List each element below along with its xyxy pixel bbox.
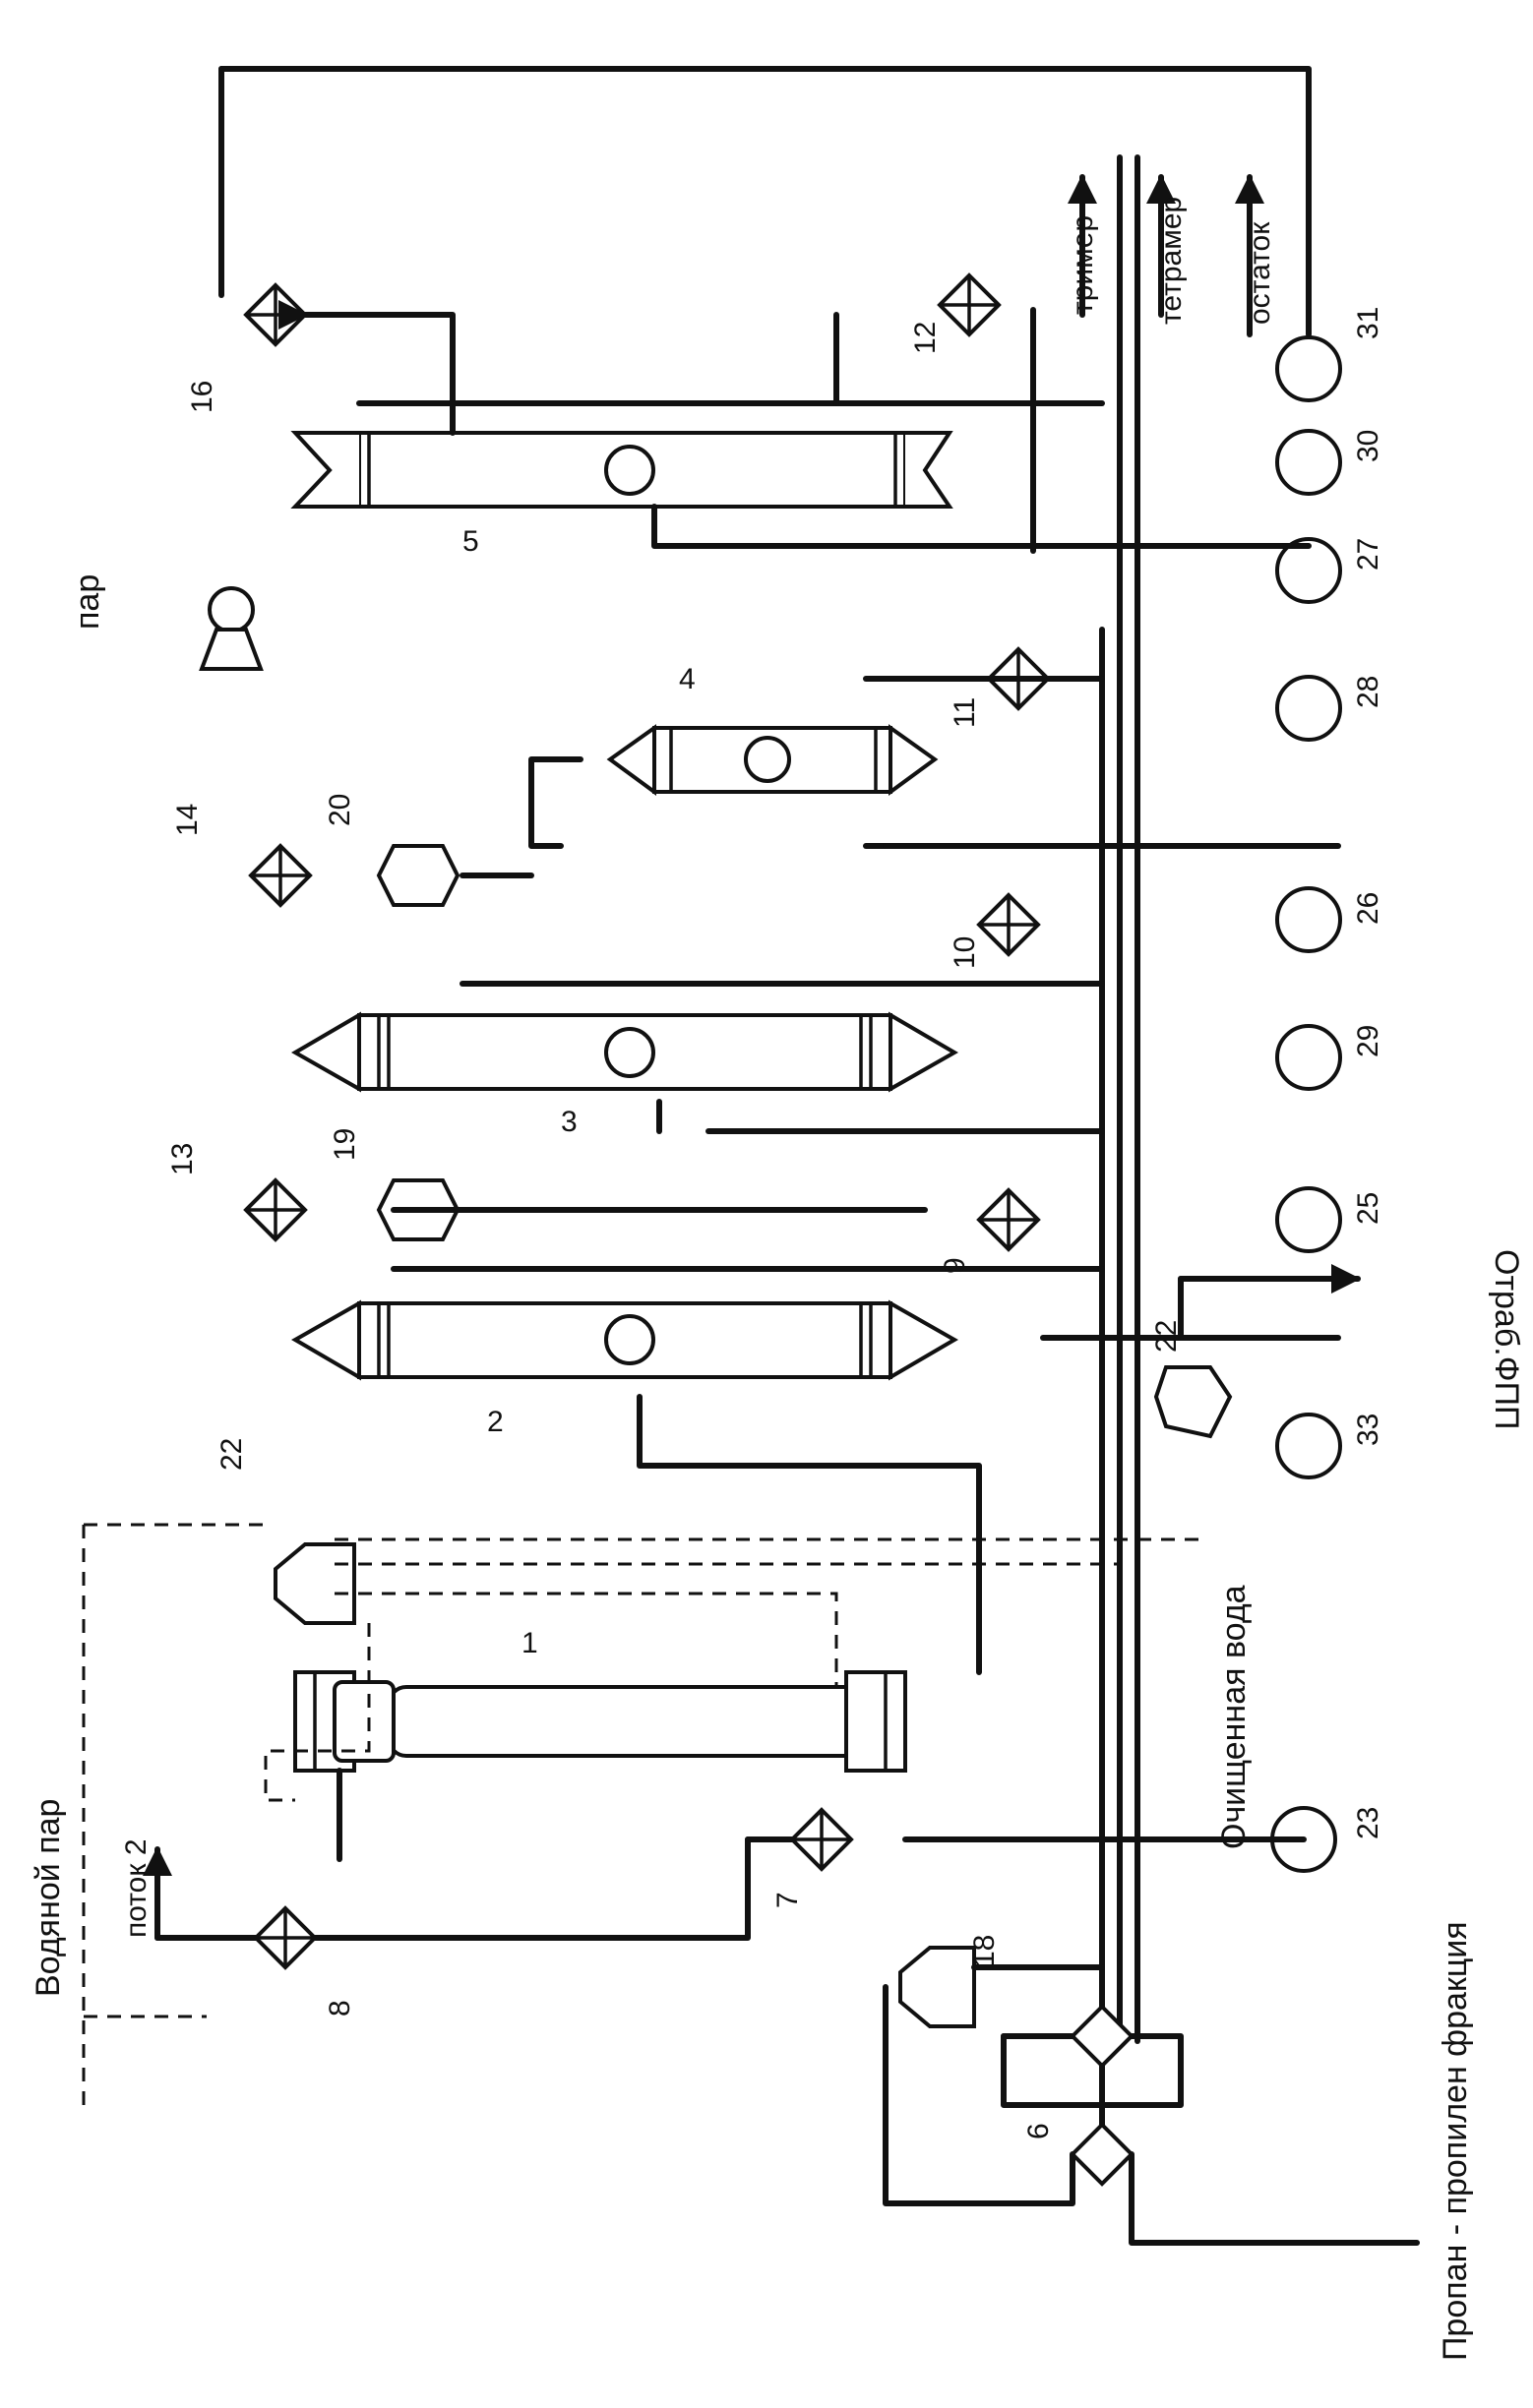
label-2: 2 [487,1406,504,1438]
label-29: 29 [1352,1025,1384,1057]
label-12: 12 [909,322,942,354]
label-25: 25 [1352,1192,1384,1225]
label-30: 30 [1352,430,1384,462]
process-lines [143,66,1420,2246]
label-1: 1 [521,1627,538,1659]
label-18: 18 [968,1935,1001,1967]
label-tetramer: тетрамер [1155,197,1188,325]
column-4 [606,724,939,796]
label-20: 20 [324,794,356,826]
label-22a: 22 [215,1438,248,1471]
steam-lines [82,1523,1200,2105]
label-residue: остаток [1244,221,1276,325]
label-11: 11 [949,697,981,728]
main-header-pipes [1099,154,1140,2044]
label-26: 26 [1352,892,1384,925]
label-waste: Отраб.ФПП [1488,1249,1525,1429]
label-16: 16 [186,381,218,413]
label-23: 23 [1352,1807,1384,1839]
label-trimer: тример [1067,215,1099,315]
label-27: 27 [1352,538,1384,571]
label-28: 28 [1352,676,1384,708]
label-4: 4 [679,663,696,695]
label-10: 10 [949,936,981,969]
heat-exchangers [243,272,1134,2187]
label-31: 31 [1352,307,1384,339]
label-19: 19 [329,1128,361,1161]
label-feed: Пропан - пропилен фракция [1437,1921,1474,2361]
label-9: 9 [939,1257,971,1274]
label-13: 13 [166,1143,199,1175]
equipment-number-labels: 6 7 8 9 10 11 12 13 14 16 18 19 20 22 22… [166,307,1384,2139]
column-3 [290,1011,959,1093]
label-clean-water: Очищенная вода [1215,1585,1253,1849]
label-7: 7 [771,1892,804,1908]
label-par: пар [69,574,106,630]
column-2 [290,1299,959,1381]
reactor-1 [293,1670,907,1773]
label-22b: 22 [1150,1320,1183,1353]
label-14: 14 [171,804,204,836]
label-3: 3 [561,1106,578,1138]
column-5 [290,431,953,509]
label-8: 8 [324,2000,356,2017]
tanks [199,335,1342,1873]
label-6: 6 [1022,2123,1055,2139]
label-5: 5 [462,525,479,558]
label-stream2: поток 2 [120,1838,153,1938]
label-steam: Водяной пар [30,1799,67,1997]
label-33: 33 [1352,1414,1384,1446]
